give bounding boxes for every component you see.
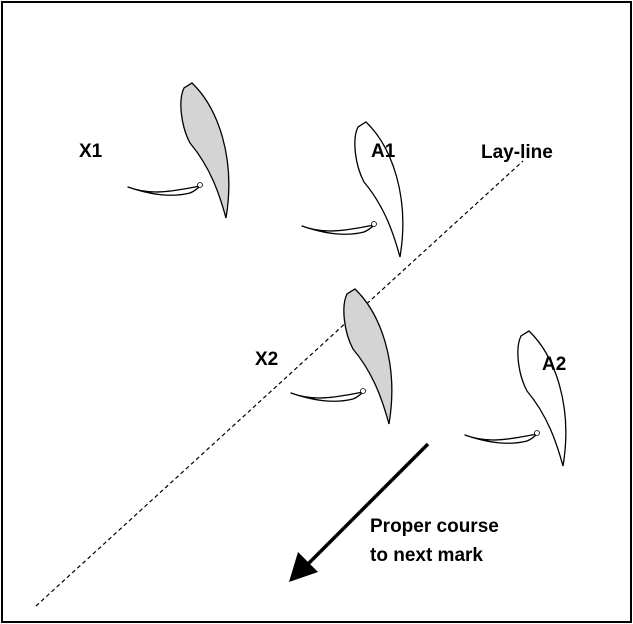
- label-course-line1: Proper course: [370, 516, 499, 537]
- course-arrow-shaft: [304, 442, 430, 568]
- course-arrow: [289, 442, 430, 582]
- label-course-line2: to next mark: [370, 545, 483, 566]
- label-layline: Lay-line: [481, 142, 553, 163]
- label-x2: X2: [255, 349, 278, 370]
- course-arrow-head: [289, 552, 318, 582]
- layline-dashed: [35, 160, 524, 607]
- label-x1: X1: [79, 141, 103, 162]
- label-a1: A1: [371, 141, 396, 162]
- label-a2: A2: [542, 354, 566, 375]
